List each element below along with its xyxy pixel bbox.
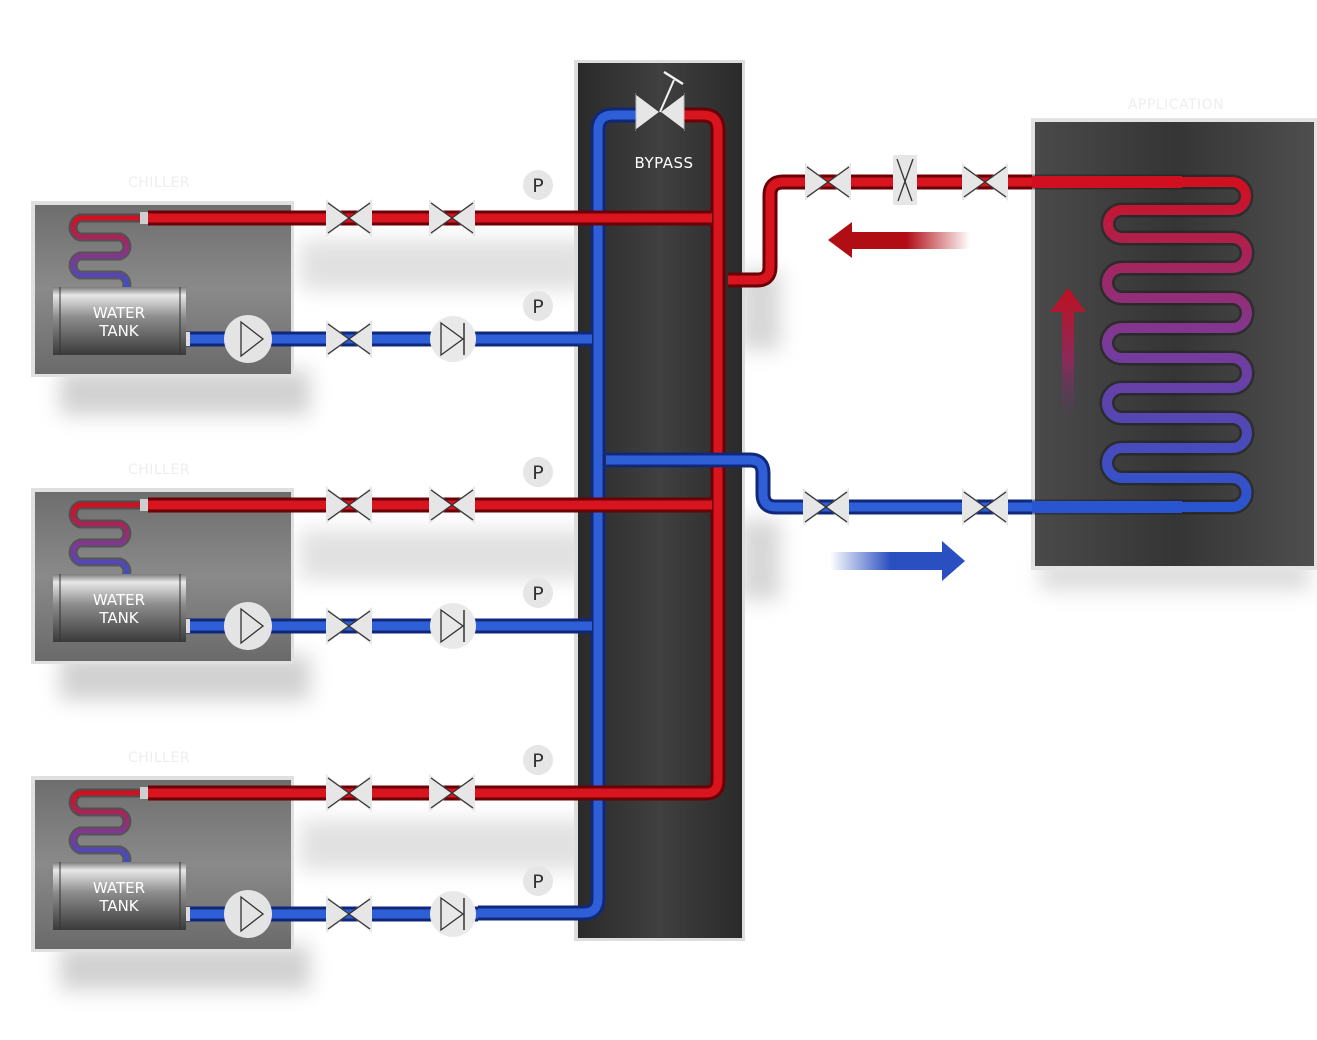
pressure-gauge-icon[interactable]: P bbox=[523, 170, 553, 200]
water-tank-label: WATER bbox=[93, 304, 145, 322]
gate-valve-icon[interactable] bbox=[429, 199, 475, 237]
pump-icon[interactable] bbox=[224, 602, 272, 650]
check-valve-icon[interactable] bbox=[430, 316, 476, 362]
pressure-gauge-label: P bbox=[532, 583, 543, 605]
pipe-network bbox=[478, 107, 1032, 921]
pressure-gauge-label: P bbox=[532, 175, 543, 197]
symbols-layer: P P P P P P bbox=[224, 155, 1008, 938]
pressure-gauge-label: P bbox=[532, 750, 543, 772]
chiller-label: CHILLER bbox=[128, 175, 190, 191]
gate-valve-icon[interactable] bbox=[429, 774, 475, 812]
gate-valve-icon[interactable] bbox=[805, 163, 851, 201]
gate-valve-icon[interactable] bbox=[326, 320, 372, 358]
gate-valve-icon[interactable] bbox=[962, 163, 1008, 201]
application-coil bbox=[1032, 174, 1255, 515]
pressure-gauge-icon[interactable]: P bbox=[523, 291, 553, 321]
cold-flow-arrow-right bbox=[830, 541, 965, 581]
balancing-valve-icon[interactable] bbox=[893, 155, 917, 205]
pressure-gauge-icon[interactable]: P bbox=[523, 578, 553, 608]
pump-icon[interactable] bbox=[224, 315, 272, 363]
flow-arrows bbox=[828, 222, 1086, 581]
check-valve-icon[interactable] bbox=[430, 891, 476, 937]
pressure-gauge-label: P bbox=[532, 871, 543, 893]
gate-valve-icon[interactable] bbox=[326, 486, 372, 524]
chiller-label: CHILLER bbox=[128, 462, 190, 478]
gate-valve-icon[interactable] bbox=[326, 199, 372, 237]
coil-flow-arrow-up bbox=[1050, 288, 1086, 420]
pressure-gauge-label: P bbox=[532, 296, 543, 318]
gate-valve-icon[interactable] bbox=[803, 488, 849, 526]
pipe-coupling bbox=[140, 212, 148, 224]
water-tank-label: TANK bbox=[98, 897, 139, 915]
check-valve-icon[interactable] bbox=[430, 603, 476, 649]
water-tank-label: WATER bbox=[93, 879, 145, 897]
water-tank-label: TANK bbox=[98, 609, 139, 627]
application-label: APPLICATION bbox=[1128, 97, 1224, 113]
pressure-gauge-label: P bbox=[532, 462, 543, 484]
gate-valve-icon[interactable] bbox=[326, 774, 372, 812]
pipe-coupling bbox=[140, 499, 148, 511]
water-tank-label: TANK bbox=[98, 322, 139, 340]
pressure-gauge-icon[interactable]: P bbox=[523, 457, 553, 487]
bypass-label: BYPASS bbox=[634, 154, 693, 172]
gate-valve-icon[interactable] bbox=[326, 895, 372, 933]
application-unit: APPLICATION bbox=[1031, 97, 1317, 570]
pressure-gauge-icon[interactable]: P bbox=[523, 745, 553, 775]
pipe-coupling bbox=[140, 787, 148, 799]
gate-valve-icon[interactable] bbox=[962, 488, 1008, 526]
water-tank-label: WATER bbox=[93, 591, 145, 609]
bypass-valve[interactable]: BYPASS bbox=[634, 70, 693, 172]
hot-flow-arrow-left bbox=[828, 222, 970, 258]
gate-valve-icon[interactable] bbox=[429, 486, 475, 524]
gate-valve-icon[interactable] bbox=[326, 607, 372, 645]
pressure-gauge-icon[interactable]: P bbox=[523, 866, 553, 896]
chiller-label: CHILLER bbox=[128, 750, 190, 766]
pump-icon[interactable] bbox=[224, 890, 272, 938]
